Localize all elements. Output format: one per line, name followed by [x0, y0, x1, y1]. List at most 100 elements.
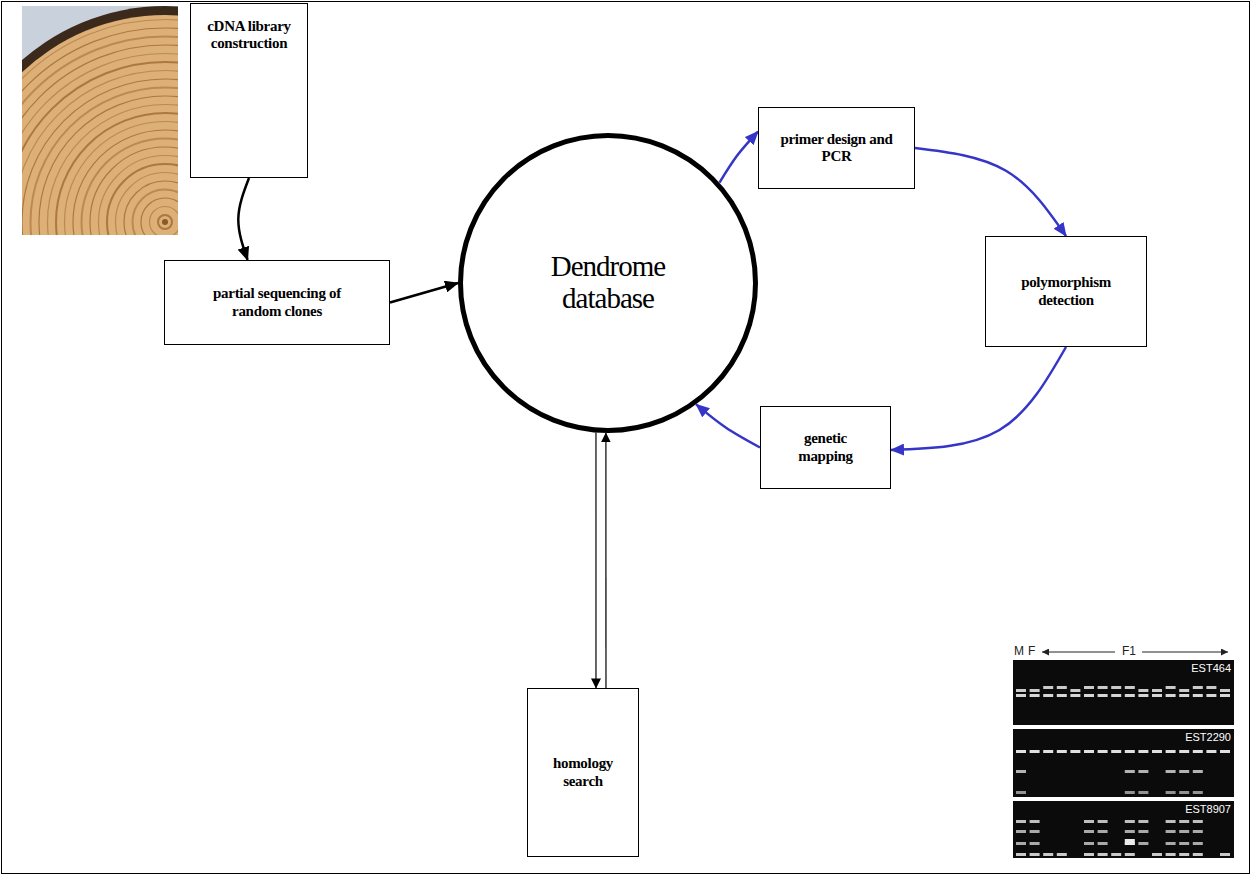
gel-band: [1166, 770, 1176, 773]
gel-band: [1179, 820, 1189, 823]
gel-band: [1206, 686, 1216, 689]
database-circle: Dendrome database: [458, 133, 758, 433]
flow-arrow: [891, 347, 1066, 450]
growth-ring: [150, 207, 179, 236]
gel-band: [1084, 694, 1094, 697]
gel-band: [1043, 853, 1053, 856]
gel-band: [1166, 750, 1176, 753]
growth-ring: [124, 181, 178, 235]
process-box: polymorphism detection: [985, 236, 1147, 347]
gel-band: [1179, 830, 1189, 833]
gel-band: [1125, 820, 1135, 823]
gel-band: [1179, 689, 1189, 692]
gel-band: [1030, 820, 1040, 823]
gel-band: [1016, 853, 1026, 856]
gel-band: [1206, 750, 1216, 753]
growth-ring: [56, 113, 178, 235]
process-box: cDNA library construction: [190, 3, 308, 178]
gel-band: [1084, 830, 1094, 833]
gel-band: [1098, 694, 1108, 697]
gel-band: [1193, 686, 1203, 689]
gel-band: [1016, 689, 1026, 692]
gel-band: [1098, 750, 1108, 753]
gel-band: [1220, 853, 1230, 856]
gel-band: [1193, 830, 1203, 833]
gel-band: [1152, 853, 1162, 856]
growth-ring: [22, 20, 178, 236]
gel-band: [1138, 791, 1148, 794]
gel-band: [1179, 694, 1189, 697]
gel-band: [1193, 770, 1203, 773]
bark: [22, 6, 178, 235]
growth-ring: [82, 139, 179, 236]
gel-band: [1166, 853, 1176, 856]
growth-ring: [22, 79, 178, 235]
lane-label: F1: [1122, 645, 1136, 659]
gel-band: [1030, 694, 1040, 697]
gel-band: [1084, 686, 1094, 689]
growth-ring: [116, 173, 179, 236]
flow-arrow: [719, 132, 758, 183]
gel-band: [1070, 689, 1080, 692]
process-box: genetic mapping: [760, 406, 891, 489]
gel-band: [1179, 791, 1189, 794]
gel-band: [1125, 830, 1135, 833]
gel-band: [1193, 694, 1203, 697]
gel-band: [1125, 791, 1135, 794]
growth-ring: [22, 37, 178, 236]
lane-label: F: [1028, 645, 1035, 659]
gel-band: [1125, 750, 1135, 753]
gel-band: [1152, 750, 1162, 753]
growth-ring: [141, 198, 178, 235]
lane-label: M: [1014, 645, 1024, 659]
gel-band: [1016, 791, 1026, 794]
node-label: Dendrome database: [523, 251, 693, 315]
growth-ring: [48, 105, 179, 236]
gel-band: [1193, 820, 1203, 823]
gel-band: [1111, 853, 1121, 856]
marker-name: EST2290: [1185, 731, 1231, 744]
gel-band: [1098, 853, 1108, 856]
gel-band: [1179, 853, 1189, 856]
flow-arrow: [696, 404, 760, 447]
gel-band: [1070, 694, 1080, 697]
gel-band: [1030, 830, 1040, 833]
node-label: primer design and PCR: [774, 131, 899, 166]
gel-band: [1138, 689, 1148, 692]
flow-arrow: [915, 148, 1066, 236]
gel-image: [1013, 652, 1234, 858]
gel-band: [1220, 689, 1230, 692]
growth-ring: [158, 215, 172, 229]
growth-ring: [39, 96, 178, 235]
growth-ring: [90, 147, 178, 235]
growth-ring: [22, 62, 178, 235]
process-box: partial sequencing of random clones: [164, 260, 390, 345]
gel-band: [1125, 839, 1135, 845]
gel-band: [1166, 791, 1176, 794]
marker-name: EST8907: [1185, 803, 1231, 816]
gel-band: [1193, 853, 1203, 856]
gel-band: [1016, 694, 1026, 697]
flow-arrow: [390, 283, 458, 303]
gel-band: [1057, 686, 1067, 689]
gel-band: [1057, 694, 1067, 697]
gel-band: [1138, 842, 1148, 845]
gel-panel: [1013, 660, 1234, 725]
gel-band: [1030, 853, 1040, 856]
wood-disc: [22, 15, 178, 235]
gel-band: [1043, 694, 1053, 697]
wood-photo: [22, 6, 178, 235]
gel-band: [1084, 842, 1094, 845]
gel-band: [1125, 770, 1135, 773]
gel-band: [1138, 770, 1148, 773]
gel-band: [1179, 750, 1189, 753]
gel-band: [1166, 820, 1176, 823]
flow-arrow: [238, 178, 249, 260]
pith: [162, 219, 168, 225]
gel-band: [1193, 750, 1203, 753]
gel-band: [1111, 694, 1121, 697]
gel-band: [1084, 853, 1094, 856]
gel-band: [1057, 853, 1067, 856]
gel-band: [1098, 842, 1108, 845]
